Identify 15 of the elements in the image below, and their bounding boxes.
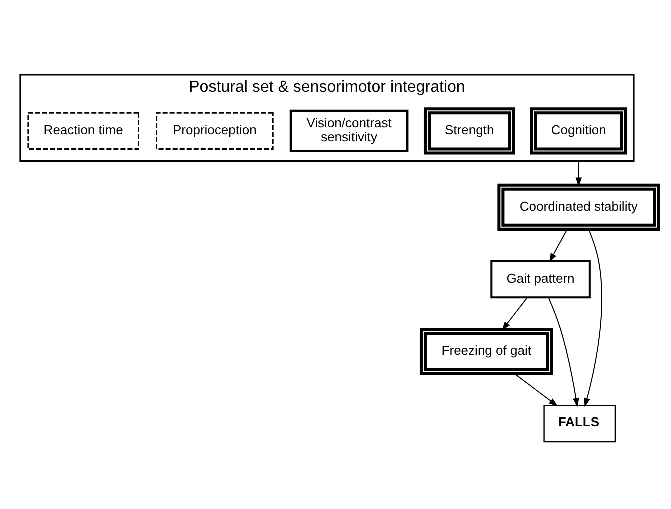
node-box: Gait pattern xyxy=(490,260,591,299)
node-box: Proprioception xyxy=(156,112,274,150)
arrow xyxy=(514,373,558,407)
node-box: Coordinated stability xyxy=(498,184,660,231)
arrow xyxy=(502,298,528,331)
node-box: FALLS xyxy=(544,405,616,443)
node-box: Reaction time xyxy=(28,112,140,150)
node-box: Freezing of gait xyxy=(420,328,554,376)
arrow xyxy=(548,298,580,408)
node-box: Strength xyxy=(424,108,516,155)
arrow xyxy=(584,229,603,408)
node-box: Cognition xyxy=(530,108,628,155)
arrow xyxy=(576,161,582,187)
arrow xyxy=(549,229,568,263)
node-box: Vision/contrast sensitivity xyxy=(290,110,409,152)
